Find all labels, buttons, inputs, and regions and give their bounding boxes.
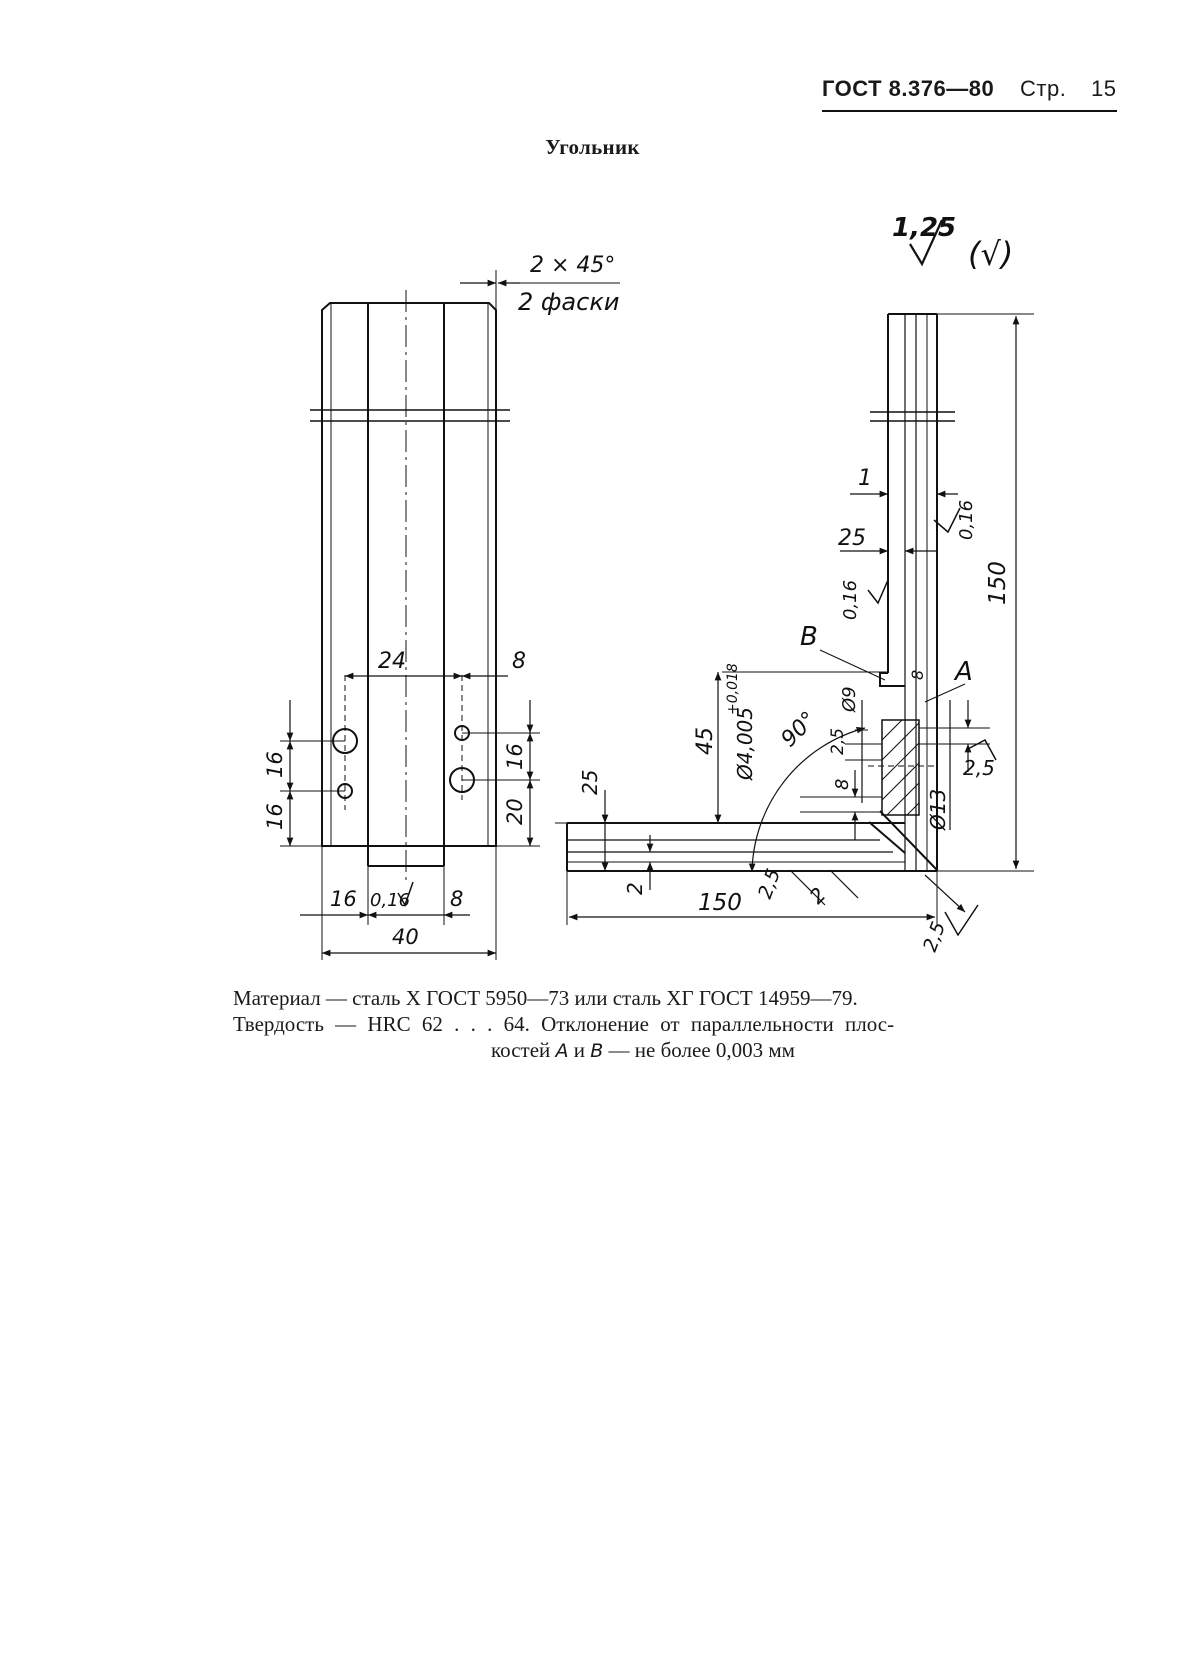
notes-line-1: Материал — сталь Х ГОСТ 5950—73 или стал… [233, 986, 858, 1010]
roughness-paren: (√) [968, 235, 1013, 273]
dia-13: Ø13 [926, 789, 950, 831]
page-number: 15 [1091, 76, 1117, 101]
dim-8-inner: 8 [832, 779, 853, 790]
dim-8-bottom: 8 [450, 887, 463, 911]
drawing-title: Угольник [545, 135, 640, 159]
dim-25-inner: 2,5 [828, 728, 848, 755]
dia-9: Ø9 [839, 686, 860, 713]
drawing-notes: Материал — сталь Х ГОСТ 5950—73 или стал… [233, 985, 1033, 1064]
dim-16-right: 16 [503, 743, 527, 770]
right-view-labels: 1,25 (√) 150 1 0,16 25 0,16 B A 8 Ø9 Ø4,… [578, 213, 1013, 955]
dim-25-right: 2,5 [963, 756, 995, 780]
page-header: ГОСТ 8.376—80 Стр. 15 [822, 74, 1117, 112]
dim-40: 40 [392, 925, 419, 949]
dim-8-right: 8 [908, 670, 927, 680]
dim-8-top: 8 [512, 649, 526, 674]
dim-16-bottom: 16 [330, 887, 357, 911]
dim-45: 45 [693, 727, 718, 755]
notes-line-3-prefix: костей [491, 1038, 551, 1062]
dim-25-left: 25 [578, 770, 602, 795]
angle-90: 90° [777, 707, 822, 752]
dia-4: Ø4,005 [733, 707, 757, 781]
dim-24: 24 [378, 649, 406, 674]
dim-150-vertical: 150 [985, 561, 1011, 605]
roughness-016-left: 0,16 [840, 580, 861, 620]
roughness-016-right: 0,16 [956, 500, 977, 540]
notes-line-3-and: и [573, 1038, 585, 1062]
left-view-labels: 2 × 45° 2 фаски 24 8 16 16 16 20 16 0,16… [263, 253, 619, 949]
notes-line-3: костей A и B — не более 0,003 мм [233, 1037, 1033, 1064]
left-view [280, 270, 620, 960]
dim-16-left-lower: 16 [263, 803, 287, 830]
dim-20-right: 20 [503, 798, 527, 825]
notes-line-3-suffix: — не более 0,003 мм [608, 1038, 795, 1062]
dim-150-horizontal: 150 [698, 890, 742, 916]
roughness-016-bottom: 0,16 [370, 890, 410, 911]
roughness-main: 1,25 [892, 213, 956, 243]
notes-line-2: Твердость — HRC 62 . . . 64. Отклонение … [233, 1012, 895, 1036]
dim-16-left-upper: 16 [263, 751, 287, 778]
dim-2-corner: 2 [805, 883, 831, 909]
dim-2-left: 2 [623, 882, 647, 895]
page-label: Стр. [1020, 76, 1067, 101]
right-view [555, 313, 1034, 937]
chamfer-spec: 2 × 45° [530, 253, 615, 278]
dim-1: 1 [858, 466, 872, 491]
plane-a-label: A [555, 1040, 569, 1062]
tol-4: +0,018 [725, 663, 741, 715]
standard-number: ГОСТ 8.376—80 [822, 76, 995, 101]
label-a: A [953, 657, 973, 687]
label-b: B [800, 622, 818, 652]
plane-b-label: B [590, 1040, 604, 1062]
left-view-outline [321, 302, 497, 847]
dim-25-bottom: 2,5 [919, 919, 950, 955]
chamfer-note: 2 фаски [518, 288, 619, 316]
dim-25-top: 25 [838, 526, 866, 551]
